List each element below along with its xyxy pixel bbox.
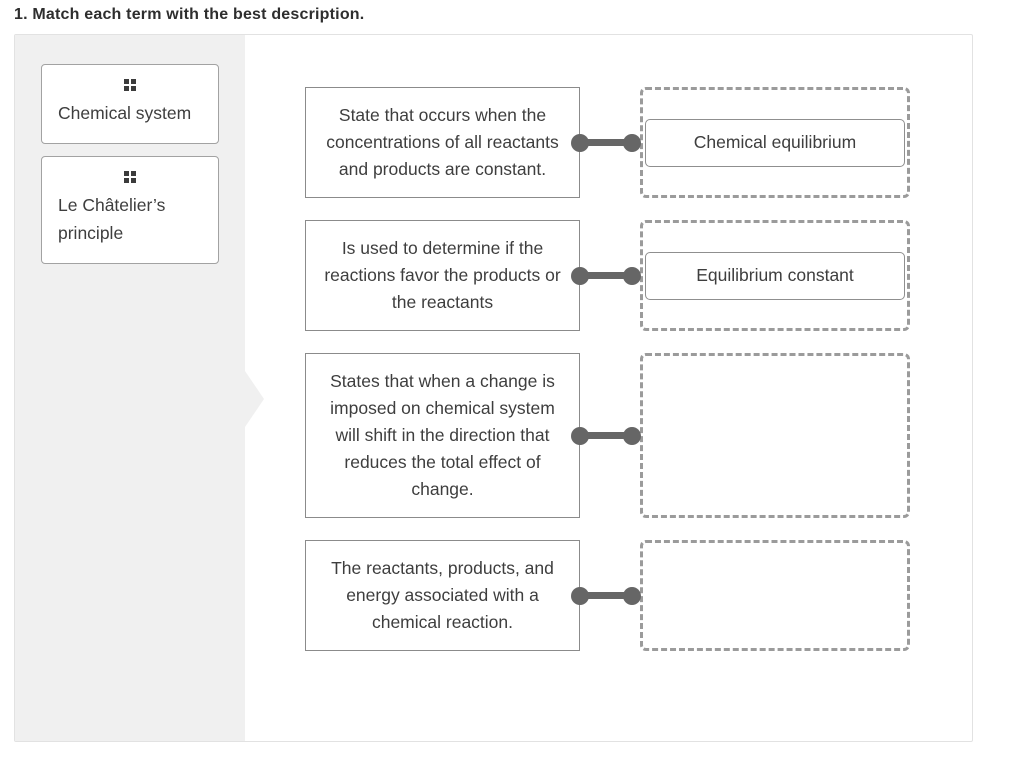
connector-dot (571, 426, 589, 445)
question-title: 1. Match each term with the best descrip… (14, 6, 365, 23)
term-label: Chemical system (58, 103, 192, 123)
matching-question-panel: Chemical system Le Châtelier’s principle… (14, 34, 973, 742)
link-gap (571, 540, 641, 651)
drag-handle-icon[interactable] (124, 79, 136, 91)
description-text: Is used to determine if the reactions fa… (324, 238, 561, 312)
terms-tray: Chemical system Le Châtelier’s principle (15, 35, 264, 741)
connector-bar (584, 272, 628, 279)
link-gap (571, 353, 641, 518)
match-row-4: The reactants, products, and energy asso… (305, 540, 972, 651)
connector-dot (571, 586, 589, 605)
description-box: State that occurs when the concentration… (305, 87, 580, 198)
description-box: Is used to determine if the reactions fa… (305, 220, 580, 331)
drag-handle-icon[interactable] (124, 171, 136, 183)
description-box: States that when a change is imposed on … (305, 353, 580, 518)
connector-bar (584, 432, 628, 439)
connector-dot (571, 133, 589, 152)
connector-dot (571, 266, 589, 285)
match-row-1: State that occurs when the concentration… (305, 87, 972, 198)
tray-pointer-arrow (245, 371, 264, 427)
term-label: Le Châtelier’s principle (58, 195, 166, 243)
drop-zone-3[interactable] (640, 353, 910, 518)
description-text: The reactants, products, and energy asso… (331, 558, 554, 632)
match-row-3: States that when a change is imposed on … (305, 353, 972, 518)
connector (571, 426, 641, 445)
connector-dot (623, 133, 641, 152)
answer-chip-chemical-equilibrium[interactable]: Chemical equilibrium (645, 118, 905, 167)
connector-dot (623, 586, 641, 605)
description-box: The reactants, products, and energy asso… (305, 540, 580, 651)
connector (571, 586, 641, 605)
match-row-2: Is used to determine if the reactions fa… (305, 220, 972, 331)
connector-dot (623, 426, 641, 445)
connector (571, 266, 641, 285)
term-card-chemical-system[interactable]: Chemical system (41, 64, 219, 144)
connector (571, 133, 641, 152)
matching-area: State that occurs when the concentration… (245, 35, 972, 741)
drop-zone-4[interactable] (640, 540, 910, 651)
drop-zone-2[interactable]: Equilibrium constant (640, 220, 910, 331)
description-text: States that when a change is imposed on … (330, 371, 555, 499)
term-card-le-chateliers-principle[interactable]: Le Châtelier’s principle (41, 156, 219, 264)
answer-chip-equilibrium-constant[interactable]: Equilibrium constant (645, 251, 905, 300)
connector-bar (584, 139, 628, 146)
link-gap (571, 87, 641, 198)
link-gap (571, 220, 641, 331)
drop-zone-1[interactable]: Chemical equilibrium (640, 87, 910, 198)
connector-bar (584, 592, 628, 599)
description-text: State that occurs when the concentration… (326, 105, 559, 179)
connector-dot (623, 266, 641, 285)
